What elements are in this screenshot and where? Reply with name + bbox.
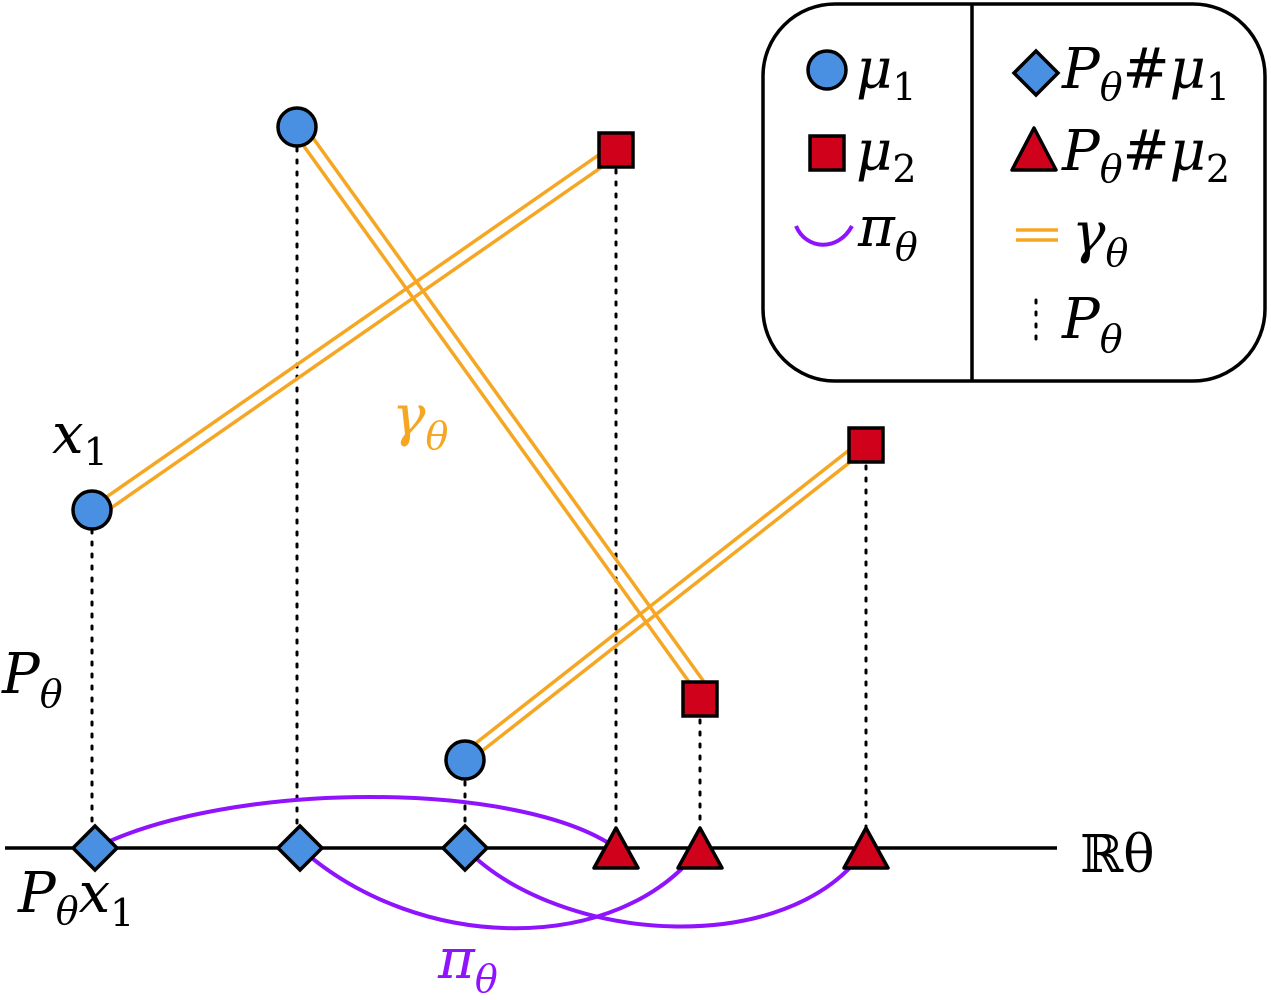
legend-entry-mu1: μ1 xyxy=(856,37,917,109)
legend-box xyxy=(761,2,1267,383)
square-icon xyxy=(808,134,846,172)
projected-mu2-point-2 xyxy=(676,826,724,870)
circle-icon xyxy=(806,49,848,91)
gamma-label: γθ xyxy=(392,384,448,458)
mu1-point-3 xyxy=(444,739,486,781)
plan-link-1 xyxy=(94,143,620,517)
coupling-arc-1 xyxy=(94,795,618,850)
projected-mu1-point-1 xyxy=(70,823,120,873)
legend-entry-mu2: μ2 xyxy=(856,119,917,191)
mu1-point-x1 xyxy=(71,489,113,531)
projected-mu1-point-2 xyxy=(275,823,325,873)
coupling-arcs xyxy=(94,795,868,931)
projected-mu2-point-3 xyxy=(842,826,890,870)
axis-label: ℝθ xyxy=(1080,825,1155,885)
projected-mu2-points xyxy=(592,826,890,870)
plan-link-3 xyxy=(460,438,870,764)
triangle-icon xyxy=(1010,126,1058,172)
x1-label: x1 xyxy=(52,402,108,474)
legend: μ1 μ2 πθ Pθ#μ1 Pθ#μ2 γθ Pθ xyxy=(761,2,1267,383)
projection-label-left: Pθ xyxy=(1,642,63,716)
mu2-point-2 xyxy=(681,680,719,718)
mu1-points xyxy=(71,106,486,781)
projected-mu2-point-1 xyxy=(592,826,640,870)
diamond-icon xyxy=(1011,48,1061,98)
mu2-point-1 xyxy=(597,131,635,169)
legend-entry-projection: Pθ xyxy=(1061,287,1123,361)
coupling-arc-3 xyxy=(463,846,868,929)
projected-x1-label: Pθx1 xyxy=(17,861,134,935)
legend-entry-projected-mu1: Pθ#μ1 xyxy=(1061,37,1230,109)
plan-link-2 xyxy=(291,122,709,695)
legend-entry-gamma: γθ xyxy=(1072,201,1128,275)
mu2-point-3 xyxy=(847,426,885,464)
legend-entry-projected-mu2: Pθ#μ2 xyxy=(1061,119,1230,191)
mu1-point-2 xyxy=(276,106,318,148)
mu2-points xyxy=(597,131,885,718)
double-line-icon xyxy=(1016,228,1058,242)
legend-entry-pi: πθ xyxy=(857,195,918,269)
transport-plan-lines xyxy=(94,122,870,764)
pi-label: πθ xyxy=(437,927,498,1000)
arc-icon xyxy=(794,224,854,247)
projected-mu1-point-3 xyxy=(440,823,490,873)
coupling-arc-2 xyxy=(298,846,702,931)
projection-lines xyxy=(90,146,868,832)
projected-mu1-points xyxy=(70,823,490,873)
